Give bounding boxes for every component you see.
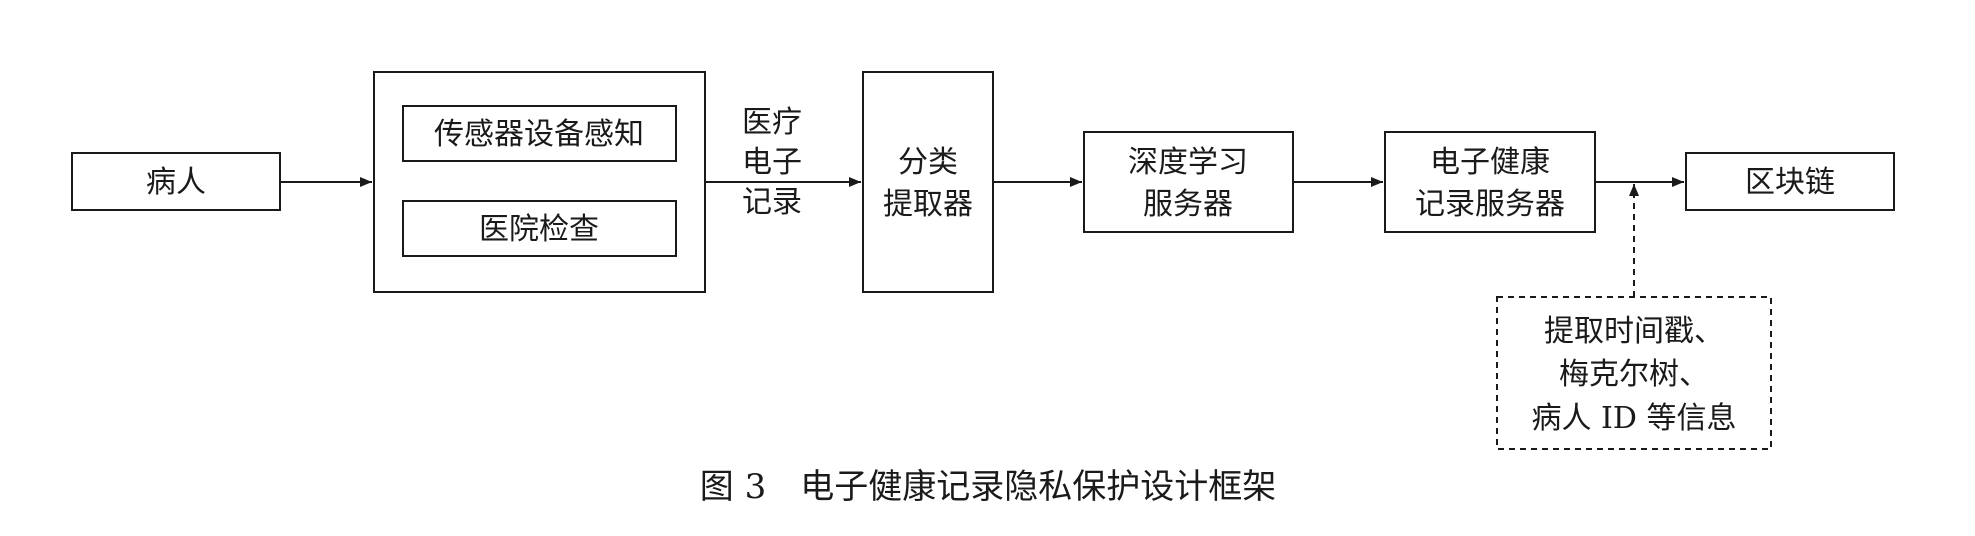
ehr-server-label-line-1: 电子健康	[1430, 145, 1550, 180]
patient-node: 病人	[71, 152, 281, 211]
metadata-label-line-2: 梅克尔树、	[1559, 357, 1709, 392]
hospital-check-label: 医院检查	[479, 212, 599, 247]
ehr-server-label-line-2: 记录服务器	[1415, 187, 1565, 222]
emr-label-line-1: 医疗	[742, 105, 802, 140]
sensor-label: 传感器设备感知	[434, 117, 644, 152]
sensor-node: 传感器设备感知	[402, 105, 677, 162]
hospital-check-node: 医院检查	[402, 200, 677, 257]
deep-learning-label-line-1: 深度学习	[1128, 145, 1248, 180]
classifier-label-line-1: 分类	[898, 145, 958, 180]
ehr-server-node: 电子健康 记录服务器	[1384, 131, 1596, 233]
metadata-label-line-3: 病人 ID 等信息	[1532, 401, 1737, 436]
classifier-node: 分类 提取器	[862, 71, 994, 293]
emr-label-line-3: 记录	[742, 185, 802, 220]
classifier-label-line-2: 提取器	[883, 187, 973, 222]
emr-label-line-2: 电子	[742, 145, 802, 180]
deep-learning-server-node: 深度学习 服务器	[1083, 131, 1294, 233]
metadata-node: 提取时间戳、 梅克尔树、 病人 ID 等信息	[1496, 296, 1772, 450]
blockchain-label: 区块链	[1745, 165, 1835, 200]
figure-caption: 图 3 电子健康记录隐私保护设计框架	[700, 467, 1276, 507]
deep-learning-label-line-2: 服务器	[1143, 187, 1233, 222]
patient-label: 病人	[146, 165, 206, 200]
data-acquisition-group: 传感器设备感知 医院检查	[373, 71, 706, 293]
emr-edge-label: 医疗 电子 记录	[742, 105, 802, 220]
metadata-label-line-1: 提取时间戳、	[1544, 314, 1724, 349]
blockchain-node: 区块链	[1685, 152, 1895, 211]
